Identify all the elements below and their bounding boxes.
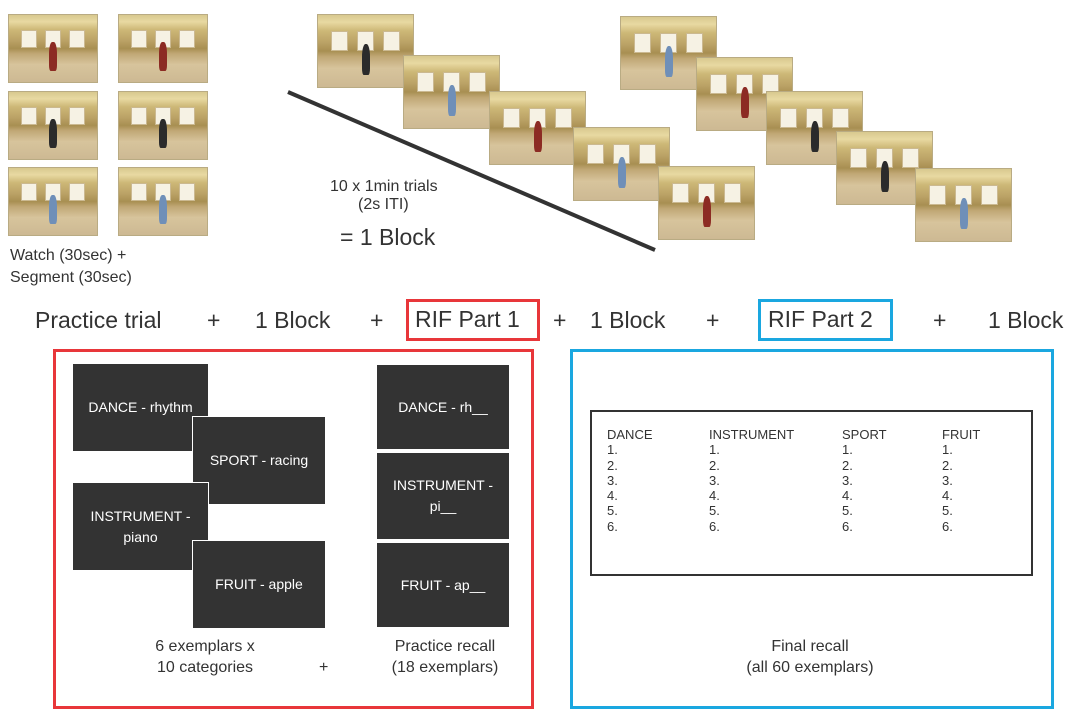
plus-sign: +: [370, 307, 384, 333]
plus-sign: +: [319, 659, 329, 676]
block-equals-label: = 1 Block: [340, 224, 436, 250]
rif-part2-box: [758, 299, 893, 341]
practice-card: INSTRUMENT -pi__: [376, 452, 510, 540]
iti-label: (2s ITI): [358, 196, 409, 213]
video-frame: [403, 55, 500, 129]
study-card: FRUIT - apple: [192, 540, 326, 629]
practice-card: FRUIT - ap__: [376, 542, 510, 628]
final-recall-sheet: [590, 410, 1033, 576]
recall-column-instrument: INSTRUMENT 1.2.3. 4.5.6.: [709, 427, 795, 534]
rif-part2-label: RIF Part 2: [768, 306, 873, 332]
recall-column-dance: DANCE 1.2.3. 4.5.6.: [607, 427, 653, 534]
block-label: 1 Block: [988, 307, 1064, 333]
plus-sign: +: [706, 307, 720, 333]
recall-column-fruit: FRUIT 1.2.3. 4.5.6.: [942, 427, 981, 534]
video-frame: [8, 14, 98, 83]
video-frame: [317, 14, 414, 88]
final-recall-caption: Final recall (all 60 exemplars): [746, 638, 874, 676]
study-card: INSTRUMENT -piano: [72, 482, 209, 571]
rif-part1-box: [406, 299, 540, 341]
plus-sign: +: [207, 307, 221, 333]
video-frame: [8, 167, 98, 236]
video-frame: [489, 91, 586, 165]
practice-trial-label: Practice trial: [35, 307, 162, 333]
video-frame: [766, 91, 863, 165]
recall-column-sport: SPORT 1.2.3. 4.5.6.: [842, 427, 887, 534]
watch-segment-caption: Watch (30sec) + Segment (30sec): [10, 247, 132, 286]
video-frame: [915, 168, 1012, 242]
plus-sign: +: [933, 307, 947, 333]
trials-label: 10 x 1min trials: [330, 178, 438, 195]
block-label: 1 Block: [255, 307, 331, 333]
video-frame: [658, 166, 755, 240]
plus-sign: +: [553, 307, 567, 333]
practice-recall-caption: Practice recall (18 exemplars): [391, 638, 499, 676]
study-card: SPORT - racing: [192, 416, 326, 505]
video-frame: [118, 14, 208, 83]
study-caption: 6 exemplars x 10 categories: [155, 638, 255, 676]
rif-part1-label: RIF Part 1: [415, 306, 520, 332]
video-frame: [118, 91, 208, 160]
trial-sequence-line: [287, 90, 656, 252]
video-frame: [8, 91, 98, 160]
block-label: 1 Block: [590, 307, 666, 333]
video-frame: [573, 127, 670, 201]
study-card: DANCE - rhythm: [72, 363, 209, 452]
video-frame: [118, 167, 208, 236]
practice-card: DANCE - rh__: [376, 364, 510, 450]
